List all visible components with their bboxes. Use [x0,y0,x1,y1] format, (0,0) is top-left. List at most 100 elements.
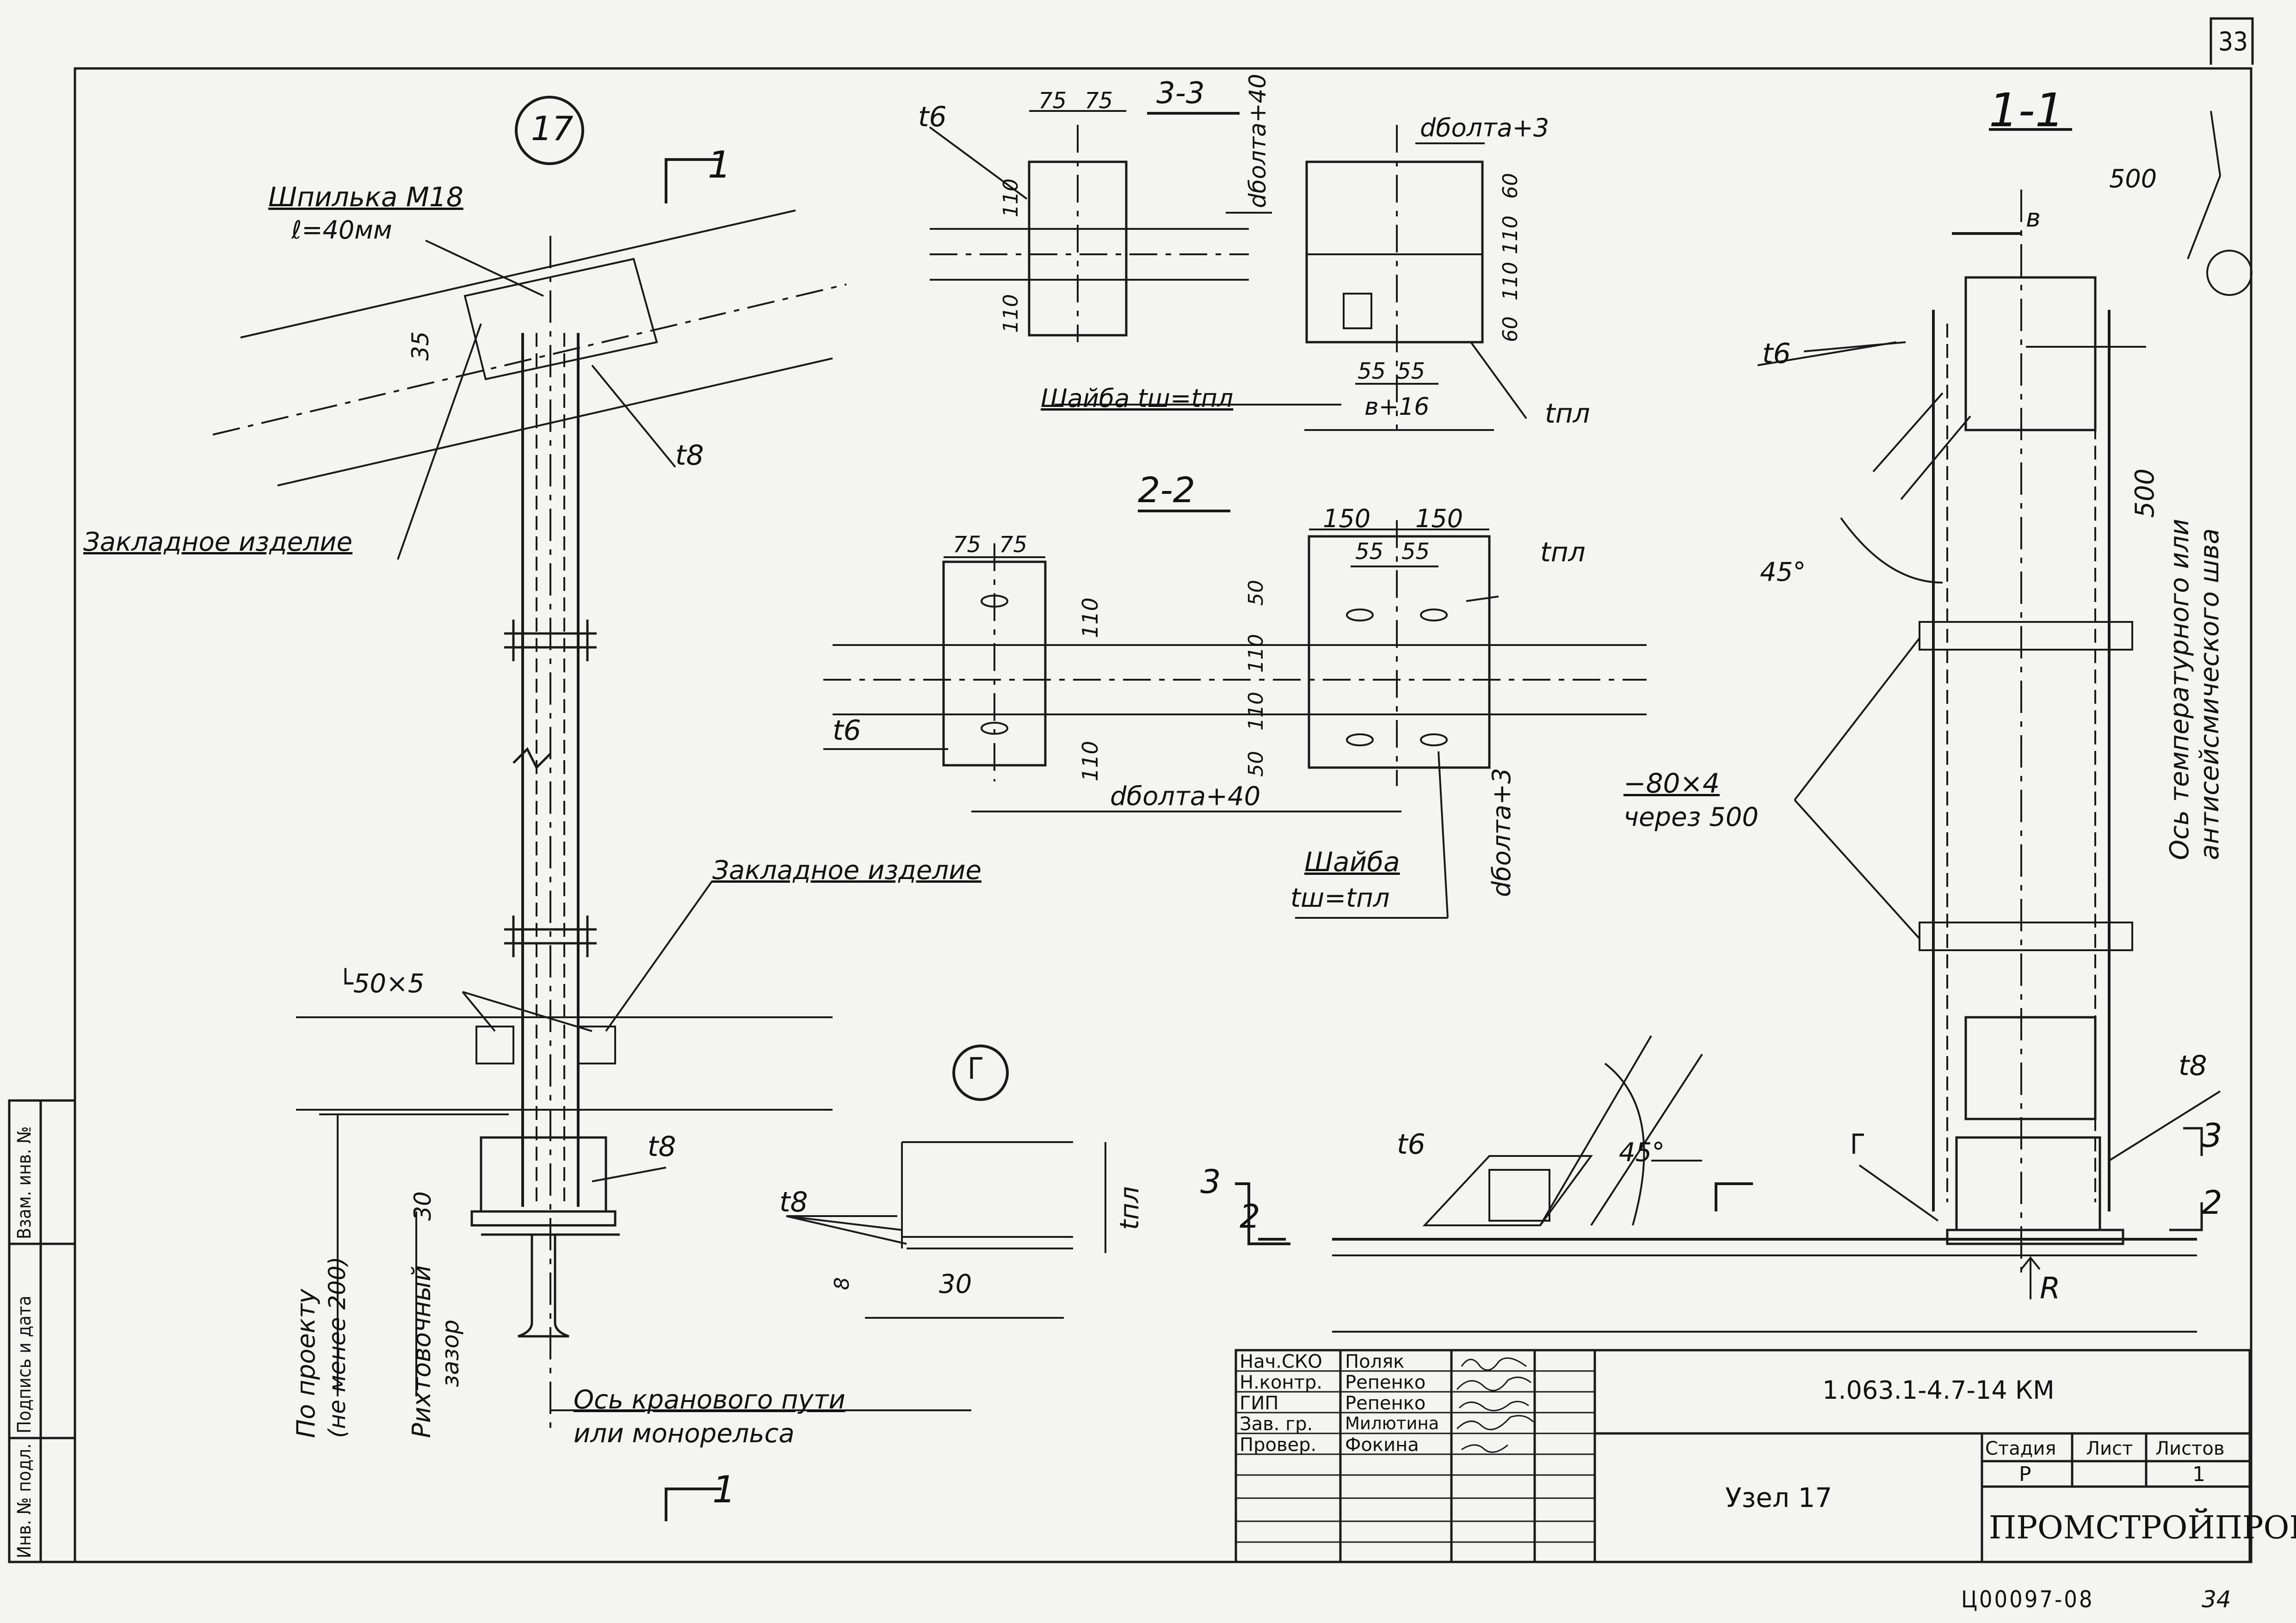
t6-label-bracket: t6 [1397,1128,1426,1161]
crane-axis-line2: или монорельса [574,1419,795,1449]
washer-label-22-line1: Шайба [1304,846,1400,878]
dim-110-22b: 110 [1078,741,1103,781]
tb-document-code: 1.063.1-4.7-14 КМ [1822,1376,2055,1405]
node-marker: 17 [531,109,574,148]
dim-110-22d: 110 [1244,692,1268,731]
dim-500-side: 500 [2130,468,2160,518]
t6-label-22: t6 [833,714,861,747]
dim-150-22b: 150 [1415,504,1463,533]
bolt-d3-33: dболта+3 [1420,113,1549,142]
tb-name-4: Фокина [1345,1434,1419,1456]
section-1-1-view [1757,111,2253,1299]
dim-110-22c: 110 [1244,634,1268,673]
page-number-box [2210,17,2254,65]
page-number-top: 33 [2218,27,2248,57]
detail-g-marker: Г [968,1052,984,1086]
side-stamp-frame [8,1099,76,1563]
tb-name-3: Милютина [1345,1414,1439,1433]
dim-500-top: 500 [2109,164,2157,193]
b-label: в [2026,203,2041,233]
tb-sheets-label: Листов [2155,1438,2225,1459]
detail-g-ref: Г [1850,1128,1865,1161]
bolt-d40-22: dболта+40 [1110,781,1261,812]
dim-75-22b: 75 [999,532,1028,558]
section-3-3-view [929,110,1527,431]
alignment-gap-line2: зазор [437,1319,464,1387]
section-2-2-view [823,510,1647,919]
signatures [1456,1357,1534,1453]
t8-label-base: t8 [648,1131,676,1163]
bolt-d40-33: dболта+40 [1244,74,1271,208]
t8-label-11: t8 [2179,1050,2207,1082]
dim-55-33a: 55 [1358,358,1386,384]
title-block-lines [1234,1349,2251,1563]
dim-110-33c: 110 [1499,215,1522,254]
tb-stage-value: Р [2019,1463,2031,1486]
dim-8-g: 8 [830,1277,854,1290]
cut-mark-2-right: 2 [2202,1184,2222,1222]
tb-name-1: Репенко [1345,1372,1426,1393]
tpl-label-33: tпл [1545,398,1590,429]
tb-sheet-label: Лист [2086,1438,2133,1459]
dim-75-33b: 75 [1085,88,1113,114]
stud-label-line2: ℓ=40мм [291,215,392,245]
t6-label-33: t6 [918,101,947,133]
tpl-label-g: tпл [1115,1186,1145,1230]
side-stamp-sign-date: Подпись и дата [14,1295,35,1433]
node-17-view [212,96,971,1521]
tpl-label-22: tпл [1540,536,1586,568]
dim-35: 35 [407,331,434,361]
tb-organization: ПРОМСТРОЙПРОЕКТ [1989,1510,2296,1546]
b16-label: в+16 [1364,393,1430,421]
dim-150-22a: 150 [1323,504,1371,533]
dim-55-33b: 55 [1397,358,1426,384]
cut-mark-1-bottom: 1 [712,1468,736,1511]
tb-stage-label: Стадия [1985,1438,2056,1459]
bolt-d3-22: dболта+3 [1487,768,1516,897]
tb-name-2: Репенко [1345,1393,1426,1414]
by-project-line1: По проекту [291,1289,321,1438]
tb-role-4: Провер. [1240,1434,1317,1456]
dim-75-33a: 75 [1038,88,1067,114]
angle-label: └50×5 [338,969,425,999]
crane-axis-line1: Ось кранового пути [574,1385,846,1415]
tb-sheets-value: 1 [2192,1463,2205,1486]
cut-mark-3-left: 3 [1200,1163,1221,1201]
dim-50-22a: 50 [1244,580,1268,606]
stud-label-line1: Шпилька М18 [268,181,463,213]
dim-110-22a: 110 [1078,597,1103,638]
t6-label-11: t6 [1762,338,1791,370]
alignment-gap-line1: Рихтовочный [407,1265,436,1438]
t8-label-g: t8 [779,1186,808,1218]
detail-g-view [786,1045,1106,1319]
cut-mark-3-right: 3 [2202,1117,2222,1155]
archive-code: Ц00097-08 [1961,1586,2094,1613]
embedded-item-label-2: Закладное изделие [712,855,981,885]
strip-label-line1: −80×4 [1623,768,1720,799]
axis-joint-line2: антисейсмического шва [2195,528,2225,860]
side-stamp-inv-dup: Взам. инв. № [14,1126,35,1239]
side-stamp-inv-orig: Инв. № подл. [14,1443,35,1558]
tb-role-0: Нач.СКО [1240,1351,1322,1372]
by-project-line2: (не менее 200) [324,1256,351,1438]
washer-label-33: Шайба tш=tпл [1041,384,1234,413]
dim-55-22a: 55 [1355,539,1384,565]
dim-110-33a: 110 [999,178,1023,217]
dim-75-22a: 75 [953,532,981,558]
dim-30-g: 30 [939,1269,972,1299]
axis-joint-line1: Ось температурного или [2165,518,2195,860]
section-2-2-title: 2-2 [1138,469,1196,510]
dim-30-gap: 30 [409,1191,436,1221]
cut-mark-2-left: 2 [1240,1198,1260,1236]
dim-60-33a: 60 [1499,173,1522,199]
section-3-3-title: 3-3 [1156,76,1205,111]
bracket-view [1235,1035,2197,1333]
t8-label-top: t8 [675,439,704,472]
tb-name-0: Поляк [1345,1351,1405,1372]
angle-45-bracket: 45° [1619,1137,1665,1168]
tb-role-3: Зав. гр. [1240,1414,1313,1435]
tb-role-1: Н.контр. [1240,1372,1322,1393]
dim-110-33b: 110 [999,294,1023,333]
